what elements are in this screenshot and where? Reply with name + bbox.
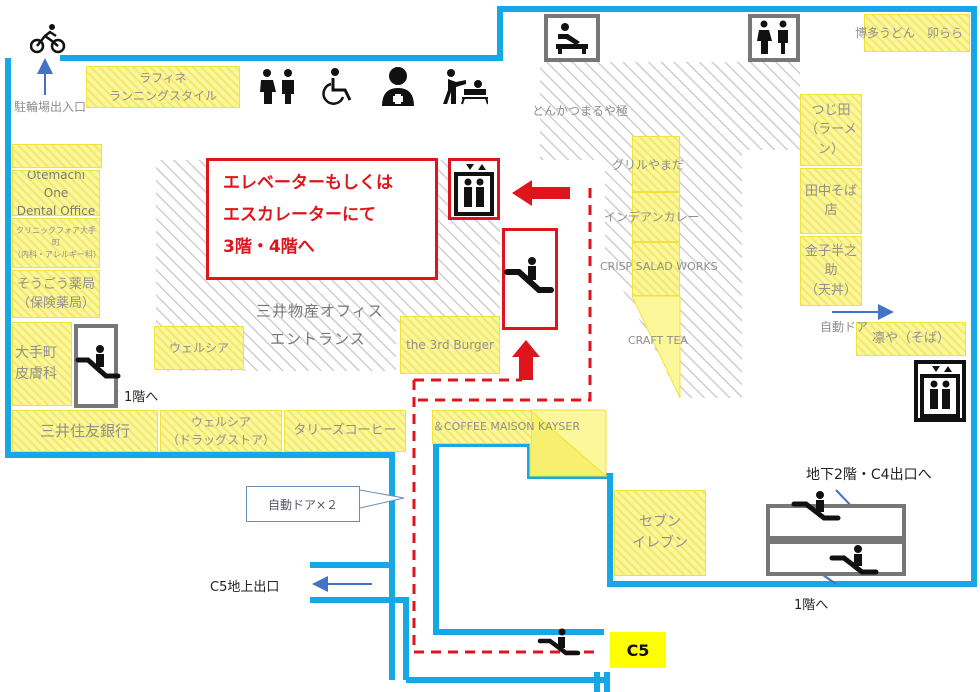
shop-label: セブン イレブン	[632, 514, 688, 551]
label-to-b2: 地下2階・C4出口へ	[806, 467, 932, 483]
shop-label: 田中そば店	[804, 183, 857, 219]
shop-welcia-drug[interactable]: ウェルシア （ドラッグストア）	[160, 410, 282, 452]
label-crisp: CRISP SALAD WORKS	[600, 260, 718, 273]
escalator-icon	[537, 628, 581, 656]
shop-seven-eleven[interactable]: セブン イレブン	[614, 490, 706, 576]
shop-clinic[interactable]: クリニックフォア大手町 （内科・アレルギー科）	[12, 218, 100, 268]
escalator-icon	[829, 545, 879, 575]
shop-tsujita[interactable]: つじ田 （ラーメン）	[800, 94, 862, 166]
shop-label: ウェルシア	[168, 341, 229, 355]
escalator-icon	[791, 491, 841, 521]
shop-blank-left[interactable]	[12, 144, 102, 168]
shop-label: タリーズコーヒー	[293, 423, 397, 439]
shop-label: Otemachi One Dental Office	[16, 170, 96, 216]
escalator-icon	[75, 345, 121, 379]
wall-outer-top	[5, 58, 395, 680]
shop-welcia[interactable]: ウェルシア	[154, 326, 244, 370]
shop-lafine[interactable]: ラフィネ ランニングスタイル	[86, 66, 240, 108]
label-to-1f-left: 1階へ	[124, 390, 159, 405]
shop-label: the 3rd Burger	[406, 338, 494, 352]
shop-dental[interactable]: Otemachi One Dental Office	[12, 170, 100, 216]
shop-wedge-craft	[631, 295, 681, 399]
shop-smbc[interactable]: 三井住友銀行	[12, 410, 158, 452]
label-bike-entrance: 駐輪場出入口	[14, 100, 87, 114]
bicycle-icon	[30, 24, 66, 54]
shop-rinya[interactable]: 凛や（そば）	[856, 322, 966, 356]
baby-changing-icon	[443, 69, 488, 105]
info-box: エレベーターもしくは エスカレーターにて 3階・4階へ	[206, 158, 438, 280]
label-craft: CRAFT TEA	[628, 334, 688, 347]
c5-exit-tag[interactable]: C5	[610, 632, 666, 668]
shop-label: ウェルシア （ドラッグストア）	[166, 415, 275, 447]
route-arrow-left	[512, 180, 570, 206]
shop-kayser[interactable]: ＆COFFEE MAISON KAYSER	[432, 410, 580, 444]
entrance-line1: 三井物産オフィス	[256, 302, 384, 320]
shop-label: 大手町 皮膚科	[15, 345, 57, 382]
escalator-frame-b2[interactable]	[766, 504, 906, 540]
entrance-line2: エントランス	[270, 330, 366, 348]
shop-label: ラフィネ ランニングスタイル	[108, 71, 217, 103]
shop-label: クリニックフォア大手町 （内科・アレルギー科）	[13, 226, 100, 259]
shop-derm[interactable]: 大手町 皮膚科	[12, 322, 72, 406]
shop-label: ＆COFFEE MAISON KAYSER	[433, 419, 581, 433]
shop-sogo[interactable]: そうごう薬局 （保険薬局）	[12, 270, 100, 318]
shop-tullys[interactable]: タリーズコーヒー	[284, 410, 406, 452]
shop-tanaka[interactable]: 田中そば店	[800, 168, 862, 234]
shop-corridor-2[interactable]	[632, 192, 680, 242]
restroom-icon	[757, 20, 788, 54]
wall-top-right	[60, 6, 977, 635]
restroom-icon	[260, 69, 294, 104]
shop-label: 金子半之助 （天丼）	[804, 243, 857, 298]
shop-corridor-1[interactable]	[632, 136, 680, 192]
restroom-frame	[748, 14, 800, 62]
elevator-icon	[920, 366, 960, 418]
label-c5-ground: C5地上出口	[210, 580, 280, 595]
shop-label: 博多うどん 卯らら	[854, 26, 963, 40]
shop-label: つじ田 （ラーメン）	[805, 102, 857, 157]
wall-c5-upper	[310, 597, 409, 680]
route-line	[414, 188, 592, 402]
shop-hakata-udon[interactable]: 博多うどん 卯らら	[855, 14, 970, 52]
nurse-room-icon	[382, 67, 414, 106]
escalator-icon	[504, 257, 554, 293]
label-auto-door: 自動ドア	[820, 320, 869, 334]
route-arrow-up	[512, 340, 540, 380]
label-to-1f-right: 1階へ	[794, 598, 829, 613]
rest-area-frame	[544, 14, 600, 62]
auto-door-callout: 自動ドア×２	[246, 486, 360, 522]
shop-label: そうごう薬局 （保険薬局）	[16, 276, 95, 312]
callout-pointer	[359, 489, 405, 509]
shop-kaneko[interactable]: 金子半之助 （天丼）	[800, 236, 862, 306]
shop-label: 三井住友銀行	[39, 421, 130, 440]
label-indian: インデアンカレー	[604, 210, 700, 224]
shop-3rd-burger[interactable]: the 3rd Burger	[400, 316, 500, 374]
accessible-toilet-icon	[322, 68, 352, 105]
shop-label: 凛や（そば）	[871, 331, 950, 347]
elevator-icon	[454, 164, 494, 216]
label-grill: グリルやまだ	[612, 158, 685, 172]
rest-area-icon	[556, 23, 588, 54]
label-tonkatsu: とんかつまるや極	[532, 104, 629, 118]
shop-corridor-3[interactable]	[632, 242, 680, 296]
